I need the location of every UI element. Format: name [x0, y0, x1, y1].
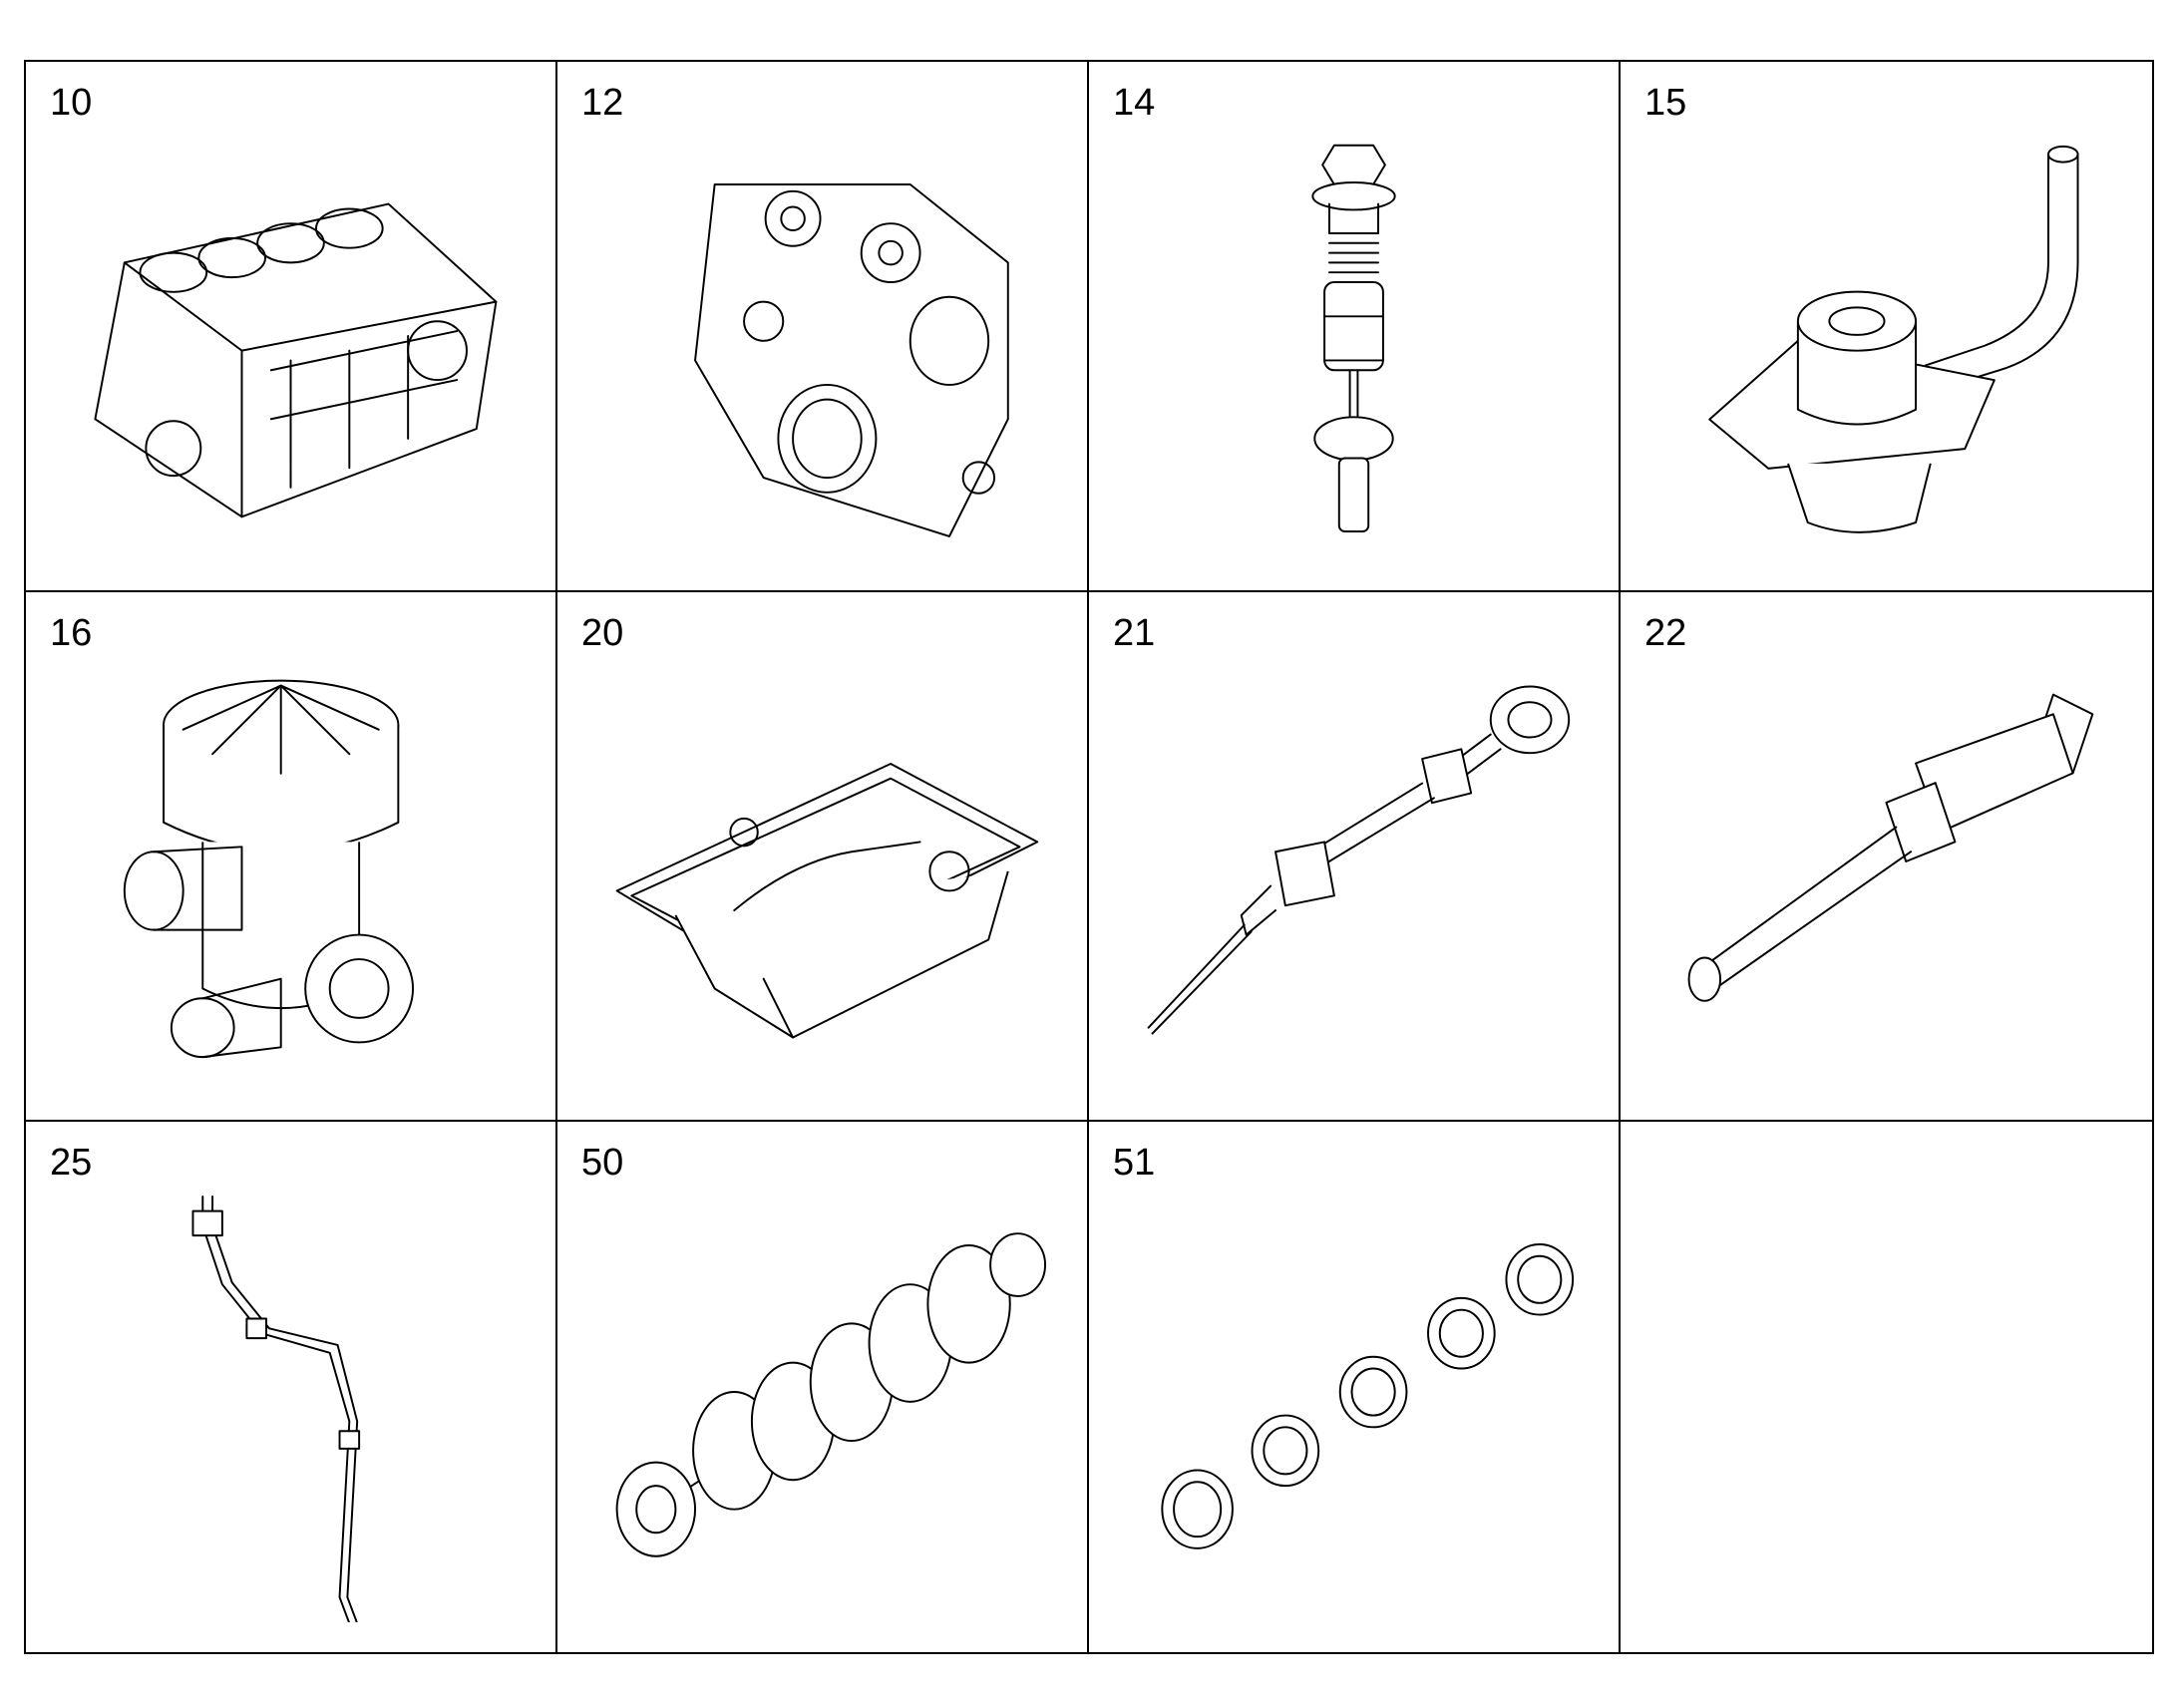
part-number: 10 [50, 82, 93, 124]
part-number: 22 [1644, 611, 1687, 654]
empty-cell [1621, 1122, 2152, 1652]
part-cell-14[interactable]: 14 [1089, 62, 1621, 592]
part-cell-16[interactable]: 16 [26, 591, 557, 1123]
part-number: 12 [581, 82, 624, 124]
part-number: 14 [1113, 82, 1156, 124]
oil-pipe-flange-icon [1660, 122, 2112, 560]
bearing-shells-icon [1129, 1182, 1579, 1622]
part-number: 51 [1113, 1142, 1156, 1185]
part-number: 50 [581, 1142, 624, 1185]
part-cell-21[interactable]: 21 [1089, 591, 1621, 1123]
part-cell-50[interactable]: 50 [557, 1122, 1089, 1652]
part-cell-20[interactable]: 20 [557, 591, 1089, 1123]
part-cell-15[interactable]: 15 [1621, 62, 2152, 592]
part-cell-12[interactable]: 12 [557, 62, 1089, 592]
part-cell-10[interactable]: 10 [26, 62, 557, 592]
valve-bolt-icon [1129, 122, 1579, 560]
part-number: 15 [1644, 82, 1687, 124]
engine-block-icon [66, 122, 516, 560]
dipstick-tube-icon [1660, 652, 2112, 1091]
dipstick-icon [1129, 652, 1579, 1091]
timing-cover-icon [597, 122, 1047, 560]
part-cell-25[interactable]: 25 [26, 1122, 557, 1652]
part-number: 16 [50, 611, 93, 654]
part-number: 25 [50, 1142, 93, 1185]
parts-grid: 10 12 [24, 60, 2154, 1654]
part-cell-51[interactable]: 51 [1089, 1122, 1621, 1652]
part-cell-22[interactable]: 22 [1621, 592, 2152, 1123]
oil-separator-icon [66, 652, 516, 1091]
part-number: 20 [581, 611, 624, 654]
oil-line-icon [66, 1182, 516, 1638]
part-number: 21 [1113, 611, 1156, 654]
crankshaft-icon [597, 1182, 1047, 1622]
oil-pan-icon [597, 652, 1047, 1091]
